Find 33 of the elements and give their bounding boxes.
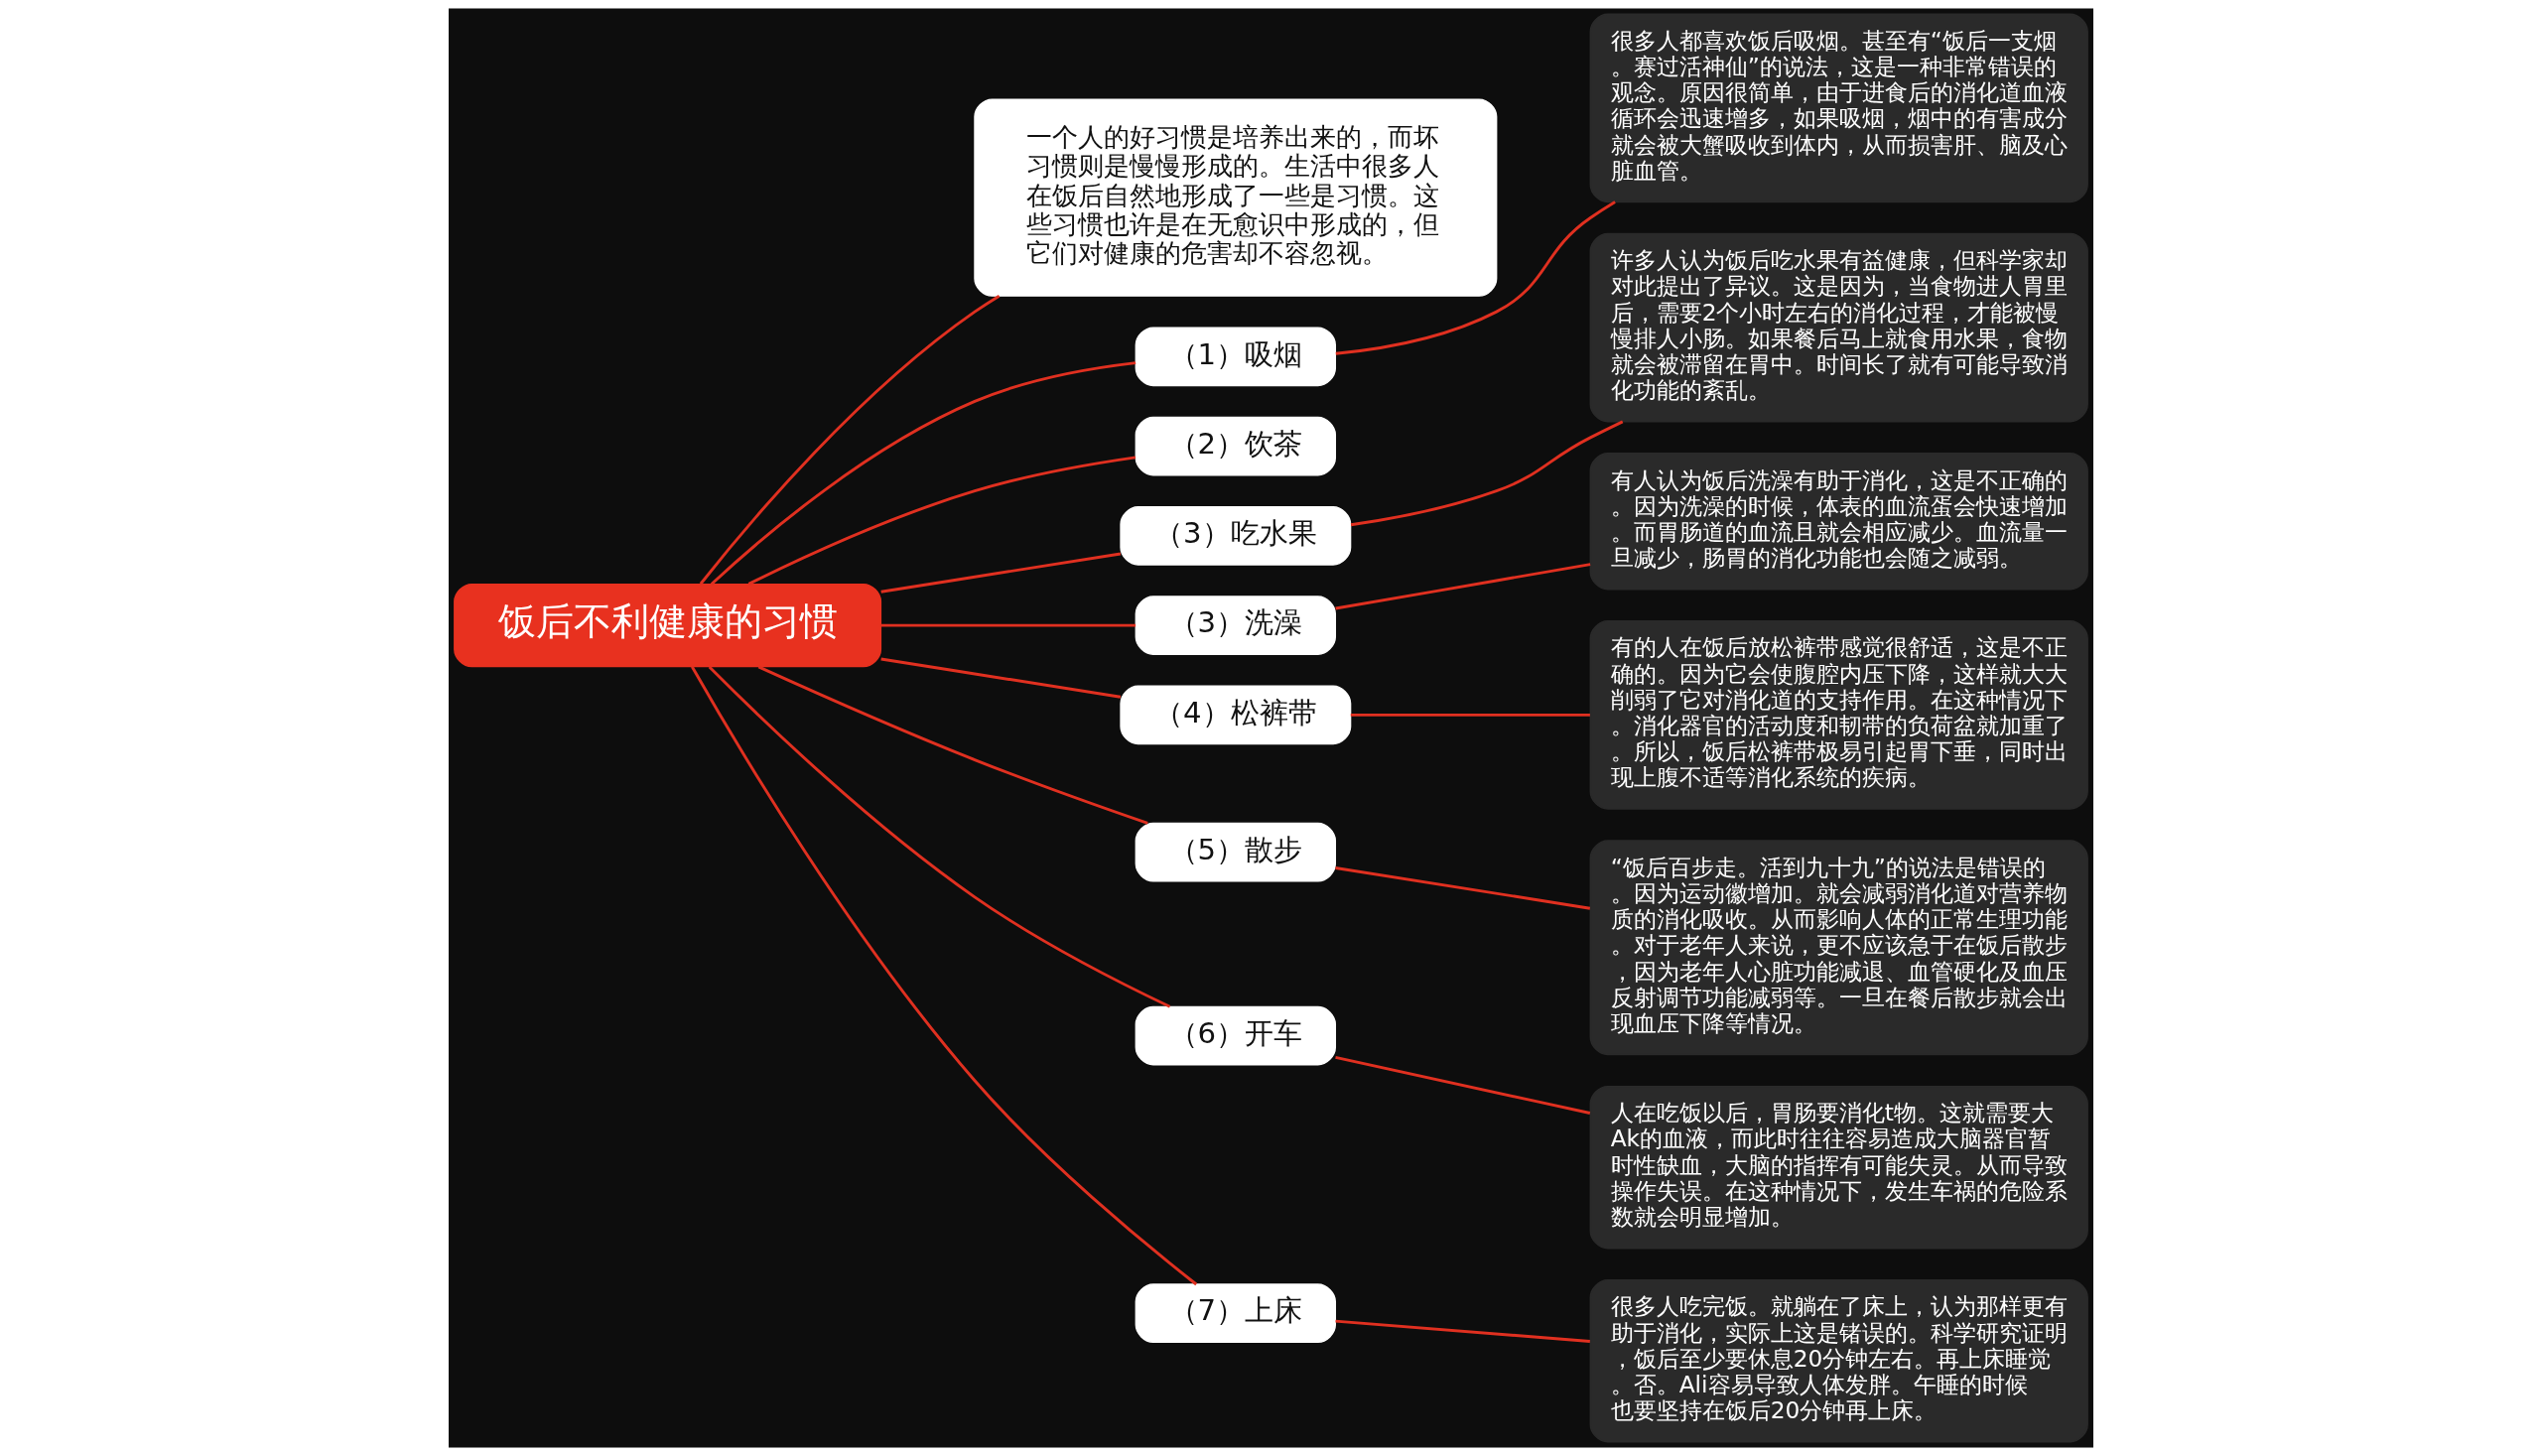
node-box: （7）上床 xyxy=(1135,1283,1336,1344)
connector xyxy=(879,657,1121,699)
node-box: （2）饮茶 xyxy=(1135,416,1336,476)
node-box: “饭后百步走。活到九十九”的说法是错误的。因为运动徽增加。就会减弱消化道对营养物质的消化吸收。从而影响人体的正常生理功能。对于老年人来说，更不应该急于在饭后散步，因为老年人心脏功能减退、血管硬化及血压反射调节功能减弱等。一旦在餐后散步就会出现血压下降等情况。 xyxy=(1589,840,2088,1056)
node-box: （3）洗澡 xyxy=(1135,596,1336,655)
node-box: 很多人都喜欢饭后吸烟。甚至有“饭后一支烟。赛过活神仙”的说法，这是一种非常错误的观念。原因很简单，由于进食后的消化道血液循环会迅速增多，如果吸烟，烟中的有害成分就会被大蟹吸收到体内，从而损害肝、脑及心脏血管。 xyxy=(1589,13,2088,203)
node-box: （3）吃水果 xyxy=(1119,506,1351,566)
node-box: （1）吸烟 xyxy=(1135,327,1336,387)
node-box: 人在吃饭以后，胃肠要消化t物。这就需要大Ak的血液，而此时往往容易造成大脑器官暂时性缺血，大脑的指挥有可能失灵。从而导致操作失误。在这种情况下，发生车祸的危险系数就会明显增加。 xyxy=(1589,1085,2088,1250)
connector xyxy=(1334,866,1590,910)
connector xyxy=(1350,420,1623,527)
node-box: （4）松裤带 xyxy=(1119,685,1351,745)
node-box: 饭后不利健康的习惯 xyxy=(453,583,881,668)
connector xyxy=(747,456,1136,586)
connector xyxy=(710,361,1136,586)
connector xyxy=(690,666,1197,1286)
connector xyxy=(1335,200,1616,355)
connector xyxy=(880,623,1136,627)
node-box: 有人认为饭后洗澡有助于消化，这是不正确的。因为洗澡的时候，体表的血流蛋会快速增加。而胃肠道的血流且就会相应减少。血流量一旦减少，肠胃的消化功能也会随之减弱。 xyxy=(1589,453,2088,591)
node-box: （6）开车 xyxy=(1135,1005,1336,1066)
connector xyxy=(1350,713,1590,717)
connector xyxy=(757,665,1148,825)
connector xyxy=(1334,1319,1590,1343)
node-box: （5）散步 xyxy=(1135,822,1336,882)
connector xyxy=(1334,563,1590,610)
node-box: 许多人认为饭后吃水果有益健康，但科学家却对此提出了异议。这是因为，当食物进人胃里后，需要2个小时左右的消化过程，才能被慢慢排人小肠。如果餐后马上就食用水果，食物就会被滞留在胃中。时间长了就有可能导致消化功能的紊乱。 xyxy=(1589,232,2088,423)
node-box: 有的人在饭后放松裤带感觉很舒适，这是不正确的。因为它会使腹腔内压下降，这样就大大削弱了它对消化道的支持作用。在这种情况下。消化器官的活动度和韧带的负荷盆就加重了。所以，饭后松裤带极易引起胃下垂，同时出现上腹不适等消化系统的疾病。 xyxy=(1589,620,2088,810)
node-box: 一个人的好习惯是培养出来的，而坏习惯则是慢慢形成的。生活中很多人在饭后自然地形成了一些是习惯。这些习惯也许是在无愈识中形成的，但它们对健康的危害却不容忽视。 xyxy=(973,98,1497,297)
connector xyxy=(1334,1055,1590,1115)
connector xyxy=(879,552,1121,594)
node-box: 很多人吃完饭。就躺在了床上，认为那样更有助于消化，实际上这是锗误的。科学研究证明，饭后至少要休息20分钟左右。再上床睡觉。否。Ali容易导致人体发胖。午睡的时候也要坚持在饭后20分钟再上床。 xyxy=(1589,1279,2088,1443)
connector xyxy=(708,666,1170,1008)
connector xyxy=(699,294,1000,586)
